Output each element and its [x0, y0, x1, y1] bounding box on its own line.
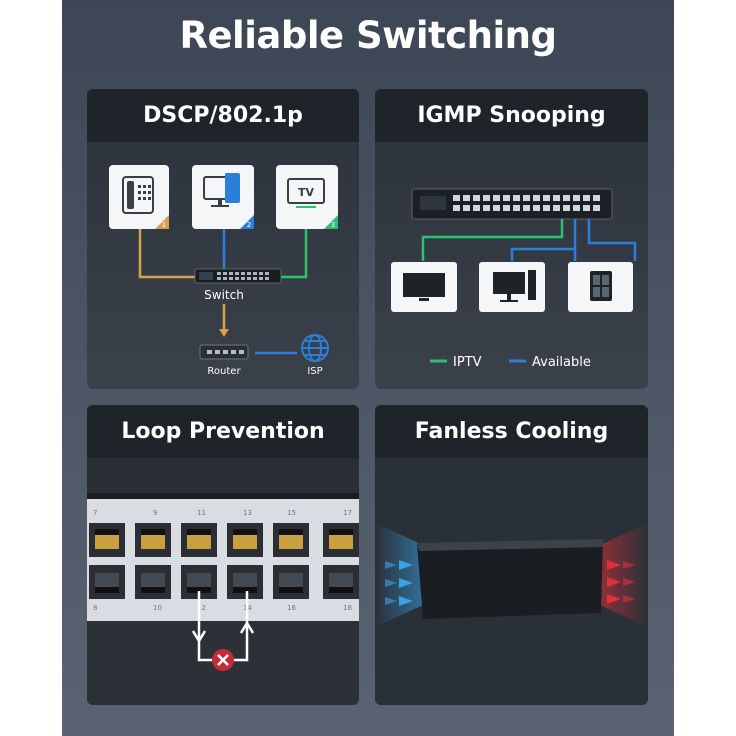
igmp-diagram: IPTV Available [391, 188, 637, 370]
panel-igmp: IGMP Snooping [375, 89, 648, 389]
tv-card [391, 262, 457, 312]
port-number: 9 [153, 509, 157, 517]
priority-badge-phone: 1 [162, 221, 166, 229]
available-line-3 [510, 247, 575, 261]
panel-fanless: Fanless Cooling [375, 405, 648, 705]
tv-card: TV 3 [276, 165, 338, 229]
port-number: 12 [197, 604, 206, 612]
infographic: Reliable Switching DSCP/802.1p [62, 0, 674, 736]
panel-loop: Loop Prevention 7 9 11 13 15 17 8 10 12 … [87, 405, 359, 705]
isp-label: ISP [307, 366, 322, 377]
monitor-card: 2 [192, 165, 254, 229]
hot-arrows [607, 560, 635, 604]
tv-label: TV [298, 186, 315, 199]
nas-card [568, 262, 633, 312]
loop-diagram: 7 9 11 13 15 17 8 10 12 14 16 18 [87, 458, 359, 705]
panel-fanless-heading: Fanless Cooling [375, 405, 648, 458]
port-number: 11 [197, 509, 206, 517]
desktop-card [479, 262, 545, 312]
legend-available-label: Available [532, 355, 591, 370]
rj45-ports [89, 523, 359, 599]
panel-loop-heading: Loop Prevention [87, 405, 359, 458]
priority-badge-tv: 3 [331, 221, 335, 229]
router-label: Router [207, 366, 241, 377]
cool-arrows [385, 560, 413, 606]
available-line-2 [587, 219, 637, 261]
port-number: 13 [243, 509, 252, 517]
arrow-up-icon [239, 620, 255, 634]
tv-line [277, 229, 308, 279]
globe-icon [301, 334, 329, 362]
blocked-icon [212, 649, 234, 671]
port-number: 17 [343, 509, 352, 517]
port-number: 15 [287, 509, 296, 517]
phone-line [138, 229, 197, 279]
page-title: Reliable Switching [179, 14, 557, 57]
port-number: 18 [343, 604, 352, 612]
rack-switch-icon [411, 188, 613, 220]
panel-dscp: DSCP/802.1p 1 [87, 89, 359, 389]
port-number: 16 [287, 604, 296, 612]
panel-dscp-heading: DSCP/802.1p [87, 89, 359, 142]
priority-badge-monitor: 2 [247, 221, 251, 229]
arrow-down-icon [191, 630, 207, 644]
dscp-diagram: 1 2 TV 3 [109, 165, 338, 377]
port-number: 8 [93, 604, 97, 612]
phone-card: 1 [109, 165, 169, 229]
port-number: 7 [93, 509, 97, 517]
switch-icon [194, 268, 282, 284]
legend-iptv-label: IPTV [453, 355, 482, 370]
switch-label: Switch [204, 288, 244, 302]
panel-igmp-heading: IGMP Snooping [375, 89, 648, 142]
iptv-line [421, 219, 564, 261]
router-icon [199, 344, 249, 360]
fanless-switch-icon [417, 539, 603, 619]
fanless-diagram [375, 458, 648, 705]
arrow-down-icon [219, 329, 229, 337]
port-number: 10 [153, 604, 162, 612]
